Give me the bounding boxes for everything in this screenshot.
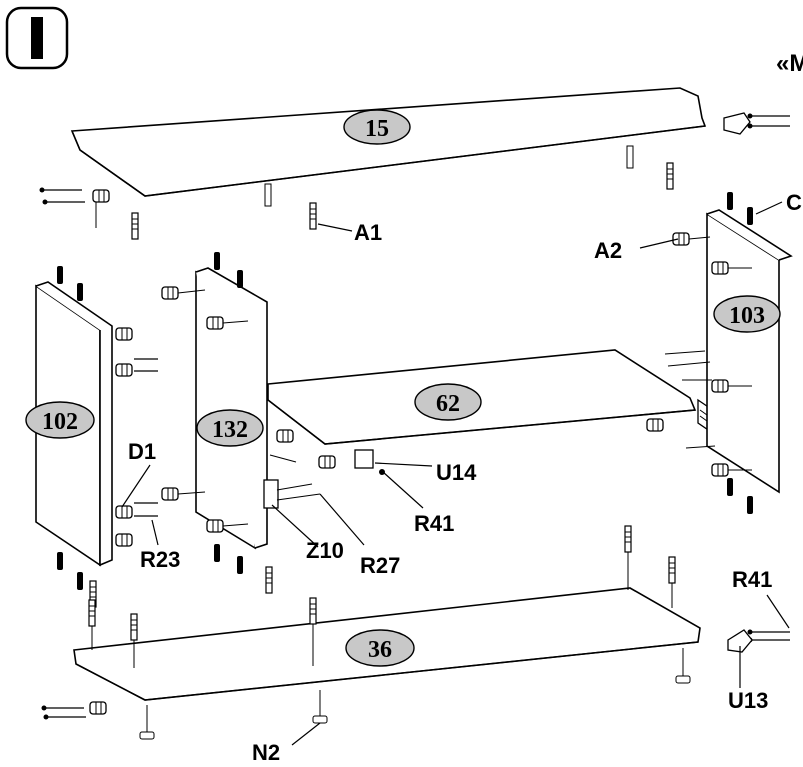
panel-102-label: 102: [42, 409, 78, 435]
panel-62-label: 62: [436, 391, 460, 417]
callout-u13: U13: [728, 688, 768, 713]
panel-62: 62: [263, 349, 746, 509]
panel-132-label: 132: [212, 417, 248, 443]
callout-r23: R23: [140, 547, 180, 572]
callout-r41-right: R41: [732, 567, 772, 592]
callout-c: C: [786, 190, 802, 215]
callout-z10: Z10: [306, 538, 344, 563]
panel-15: 15: [38, 87, 791, 240]
callout-d1: D1: [128, 439, 156, 464]
panel-102: 102: [25, 266, 158, 608]
callout-a1: A1: [354, 220, 382, 245]
callouts: A1 A2 C D1 R23 Z10 R27 U14 R41 R41 U13 N…: [121, 190, 802, 765]
panel-132: 132: [161, 252, 273, 594]
step-badge: I: [5, 6, 69, 70]
panel-103-label: 103: [729, 303, 765, 329]
callout-a2: A2: [594, 238, 622, 263]
callout-r41-center: R41: [414, 511, 454, 536]
header-partial-text: «M: [776, 50, 803, 77]
callout-n2: N2: [252, 740, 280, 765]
callout-u14: U14: [436, 460, 477, 485]
panel-103: 103: [664, 192, 793, 514]
panel-36-label: 36: [368, 637, 392, 663]
panel-15-label: 15: [365, 116, 389, 142]
callout-r27: R27: [360, 553, 400, 578]
panel-36: 36: [40, 525, 791, 740]
